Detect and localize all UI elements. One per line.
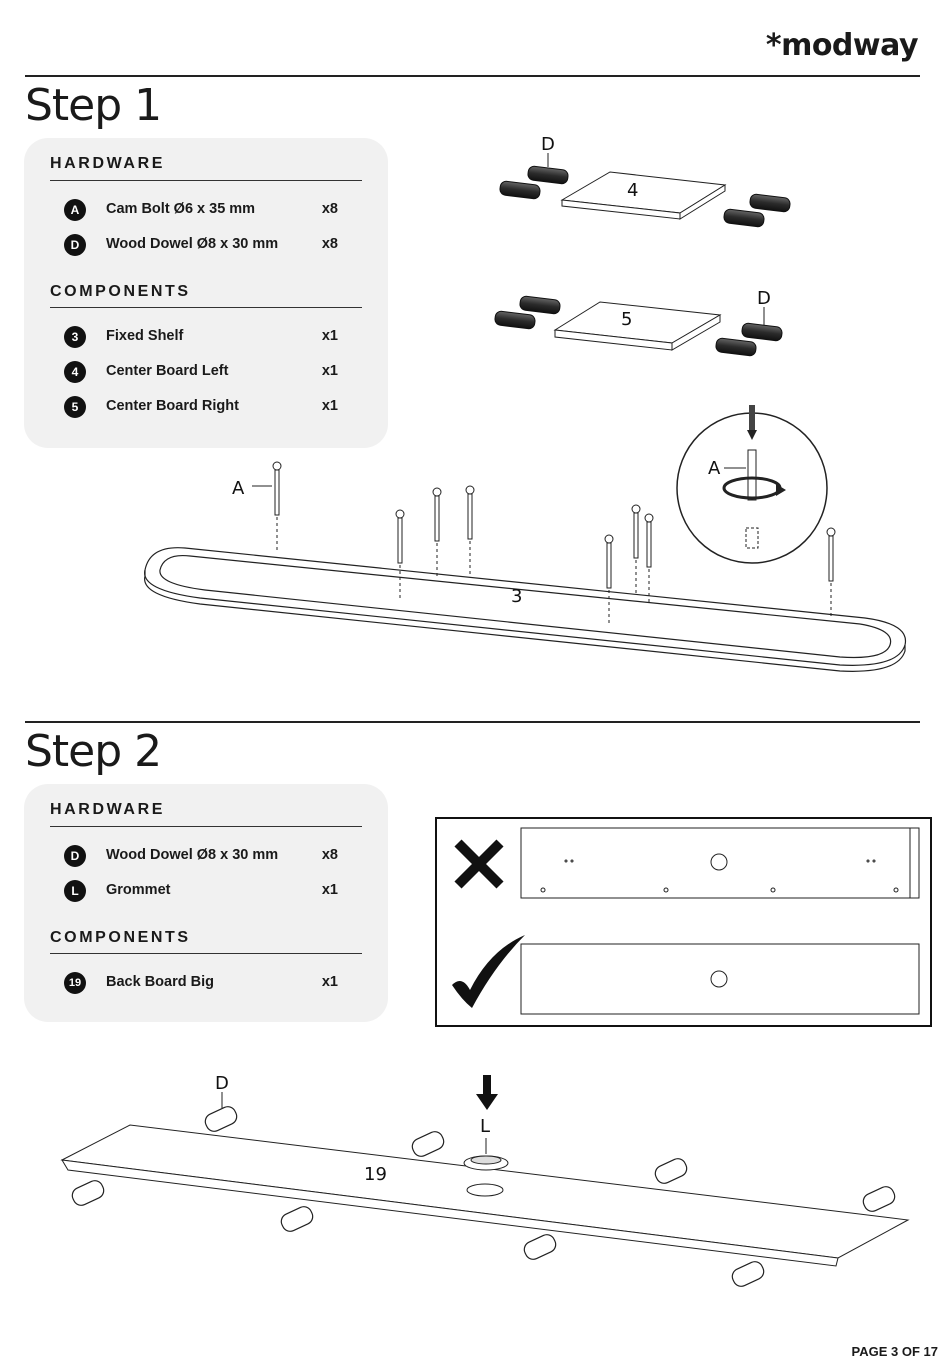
dowel-icon [71,1106,896,1287]
correct-orientation-board [520,943,920,1015]
center-board-right-5 [553,301,722,351]
grommet-icon [463,1138,509,1171]
hardware-row-wood-dowel: D Wood Dowel Ø8 x 30 mm x8 [64,234,338,258]
fixed-shelf-3 [144,547,907,672]
orientation-comparison-box [435,817,932,1027]
part-name: Wood Dowel Ø8 x 30 mm [106,847,279,863]
dowel-label: D [215,1073,229,1094]
part-qty: x1 [321,363,338,379]
part-badge: 4 [64,361,86,383]
component-row-back-board-big: 19 Back Board Big x1 [64,972,338,996]
part-qty: x8 [321,236,338,252]
step2-divider [25,721,920,723]
part-qty: x1 [321,974,338,990]
step2-title: Step 2 [25,726,162,777]
hardware-row-cam-bolt: A Cam Bolt Ø6 x 35 mm x8 [64,199,338,223]
part-badge: 3 [64,326,86,348]
component-row-center-board-right: 5 Center Board Right x1 [64,396,338,420]
down-arrow-icon [476,1075,498,1110]
divider [50,953,362,954]
part-label-4: 4 [627,180,638,201]
part-name: Grommet [106,882,171,898]
part-name: Cam Bolt Ø6 x 35 mm [106,201,256,217]
part-label-19: 19 [364,1164,387,1185]
part-name: Center Board Left [106,363,229,379]
part-badge: 19 [64,972,86,994]
part-name: Center Board Right [106,398,239,414]
step2-components-title: COMPONENTS [50,929,191,946]
dowel-label-top: D [541,134,555,155]
step1-parts-panel: HARDWARE A Cam Bolt Ø6 x 35 mm x8 D Wood… [24,138,388,448]
correct-orientation-icon [452,935,525,1008]
back-board-big-19 [60,1124,910,1267]
component-row-center-board-left: 4 Center Board Left x1 [64,361,338,385]
part-label-5: 5 [621,309,632,330]
part-qty: x1 [321,398,338,414]
step1-title: Step 1 [25,80,162,131]
part-qty: x8 [321,201,338,217]
step2-parts-panel: HARDWARE D Wood Dowel Ø8 x 30 mm x8 L Gr… [24,784,388,1022]
wrong-orientation-icon [454,839,504,889]
part-name: Fixed Shelf [106,328,184,344]
part-qty: x1 [321,328,338,344]
step2-hardware-title: HARDWARE [50,801,166,818]
hardware-row-grommet: L Grommet x1 [64,880,338,904]
bolt-label: A [232,478,245,499]
divider [50,180,362,181]
part-badge: A [64,199,86,221]
page-number: PAGE 3 OF 17 [851,1344,938,1359]
part-badge: L [64,880,86,902]
component-row-fixed-shelf: 3 Fixed Shelf x1 [64,326,338,350]
part-qty: x1 [321,882,338,898]
step1-divider [25,75,920,77]
part-name: Back Board Big [106,974,214,990]
step1-hardware-title: HARDWARE [50,155,166,172]
dowel-label-mid: D [757,288,771,309]
part-qty: x8 [321,847,338,863]
center-board-left-4 [560,171,727,220]
bolt-detail-label: A [708,458,721,479]
step1-assembly-diagram: 4 D 5 D A 3 [144,134,907,672]
part-label-3: 3 [511,586,522,607]
dowel-icon [499,165,791,228]
hardware-row-wood-dowel: D Wood Dowel Ø8 x 30 mm x8 [64,845,338,869]
cam-bolt-icon [272,461,836,625]
divider [50,307,362,308]
grommet-label: L [480,1116,490,1137]
wrong-orientation-board [520,827,920,899]
part-badge: D [64,845,86,867]
part-badge: 5 [64,396,86,418]
step1-components-title: COMPONENTS [50,283,191,300]
dowel-icon [494,295,783,357]
brand-logo: *modway [765,28,919,63]
divider [50,826,362,827]
part-badge: D [64,234,86,256]
cam-bolt-detail: A [676,405,828,564]
part-name: Wood Dowel Ø8 x 30 mm [106,236,279,252]
